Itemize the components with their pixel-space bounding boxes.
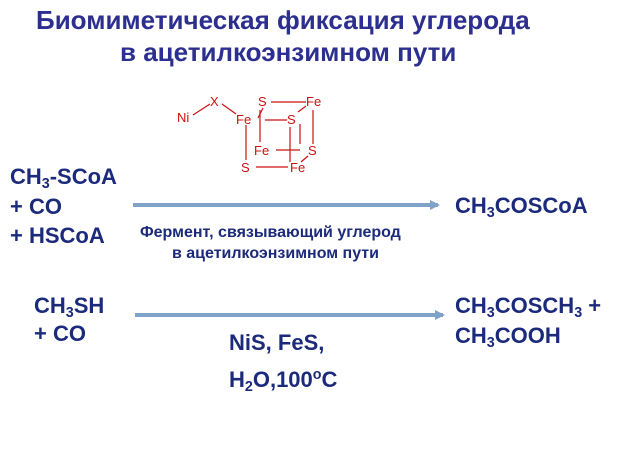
- reaction2-catalysts: NiS, FeS,: [229, 330, 325, 355]
- page-title-line2: в ацетилкоэнзимном пути: [120, 37, 457, 67]
- reaction2-reactant-co: + CO: [34, 321, 86, 346]
- reaction2-product-acetic-acid: CH3COOH: [455, 323, 561, 351]
- cluster-atom-fe-upper-left: Fe: [236, 112, 251, 127]
- cluster-atom-fe-bottom-right: Fe: [290, 160, 305, 175]
- reaction2-conditions: H2O,100oC: [229, 367, 338, 395]
- cluster-atom-s-top: S: [258, 94, 267, 109]
- page-title-line1: Биомиметическая фиксация углерода: [36, 5, 530, 35]
- cluster-atom-s-bottom-left: S: [241, 160, 250, 175]
- cluster-atom-x: X: [210, 94, 219, 109]
- reaction2-product-thioester: CH3COSCH3 +: [455, 293, 602, 321]
- cluster-atoms: Ni X S Fe Fe S Fe S S Fe: [177, 94, 321, 175]
- reaction2-reactant-ch3sh: CH3SH: [34, 293, 105, 321]
- reaction1-reactant-co: + CO: [10, 194, 62, 219]
- enzyme-label-line2: в ацетилкоэнзимном пути: [172, 245, 379, 262]
- reaction1-reactant-hscoa: + HSCoA: [10, 223, 105, 248]
- cluster-atom-s-upper-right: S: [287, 112, 296, 127]
- cluster-atom-fe-lower-left: Fe: [254, 143, 269, 158]
- reaction1-product: CH3COSCoA: [455, 193, 588, 221]
- cluster-atom-fe-top-right: Fe: [306, 94, 321, 109]
- enzyme-label-line1: Фермент, связывающий углерод: [140, 224, 401, 241]
- cluster-bonds: [192, 101, 314, 168]
- cluster-atom-ni: Ni: [177, 110, 189, 125]
- cluster-atom-s-lower-right: S: [308, 143, 317, 158]
- reaction1-reactant-ch3scoa: CH3-SCoA: [10, 164, 117, 192]
